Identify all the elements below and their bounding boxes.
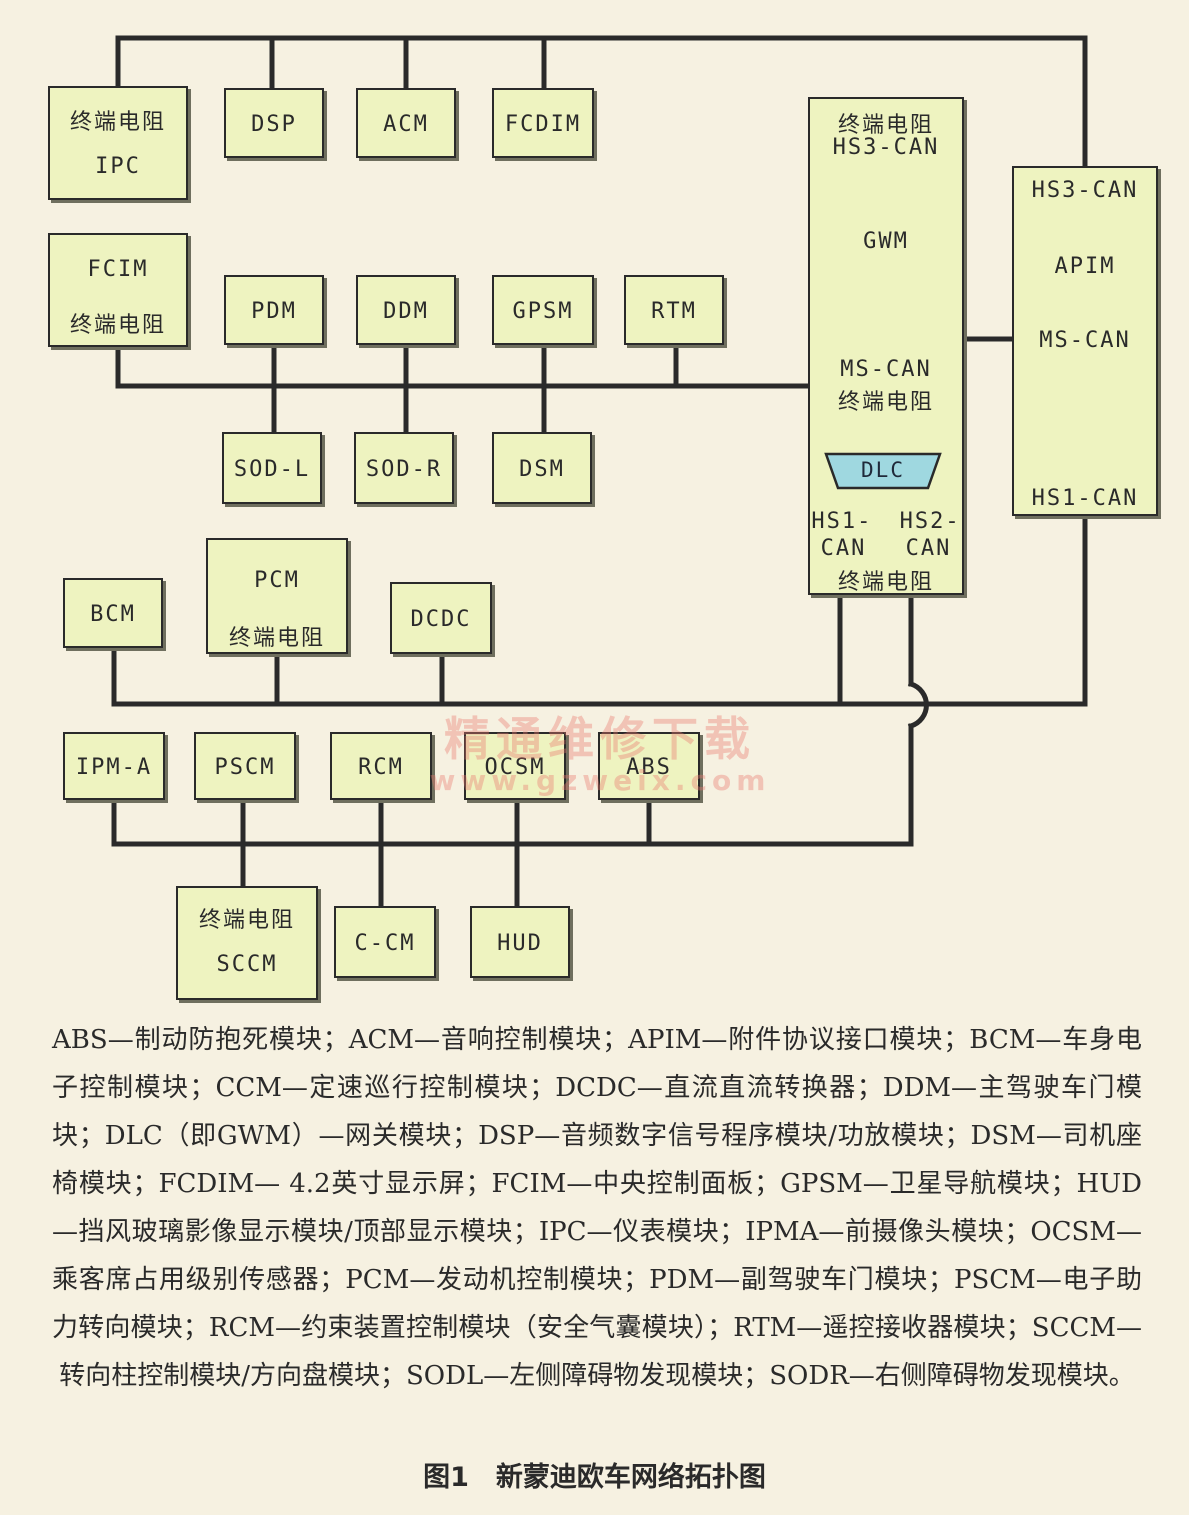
fcim-label: FCIM [87, 257, 149, 282]
apim-hs3-can-label: HS3-CAN [1031, 178, 1139, 203]
gwm-can-label-row2: CAN CAN [810, 536, 962, 561]
gwm-hs1-label: HS1- [811, 509, 873, 534]
pcm-terminal-label: 终端电阻 [228, 626, 325, 651]
rcm-label: RCM [358, 755, 404, 780]
dcdc-module: DCDC [390, 582, 492, 654]
gwm-terminal-label-bottom: 终端电阻 [837, 570, 934, 595]
gwm-hs2-can-label: CAN [905, 536, 952, 561]
ipm-a-module: IPM-A [63, 732, 165, 800]
c-cm-module: C-CM [334, 906, 436, 978]
gwm-hs2-label: HS2- [899, 509, 961, 534]
hud-module: HUD [470, 906, 570, 978]
ipm-a-label: IPM-A [75, 755, 153, 780]
fcim-terminal-label: 终端电阻 [69, 313, 166, 338]
dlc-connector: DLC [824, 452, 942, 490]
abs-module: ABS [598, 732, 700, 800]
rtm-module: RTM [624, 275, 724, 345]
apim-hs1-can-label: HS1-CAN [1031, 486, 1139, 511]
hud-label: HUD [497, 931, 543, 956]
hs3-can-bus [115, 35, 1088, 171]
sod-r-label: SOD-R [365, 457, 443, 482]
dsp-module: DSP [224, 88, 324, 158]
hs2-can-crossover [907, 680, 929, 730]
ms-can-bus [115, 342, 813, 389]
hs2-can-bus-lower [111, 723, 914, 847]
gwm-label: GWM [863, 229, 909, 254]
sod-l-label: SOD-L [233, 457, 311, 482]
hs1-can-bus [111, 512, 1088, 707]
gwm-hs1-can-label: CAN [820, 536, 867, 561]
rtm-label: RTM [651, 299, 697, 324]
gwm-can-label-row1: HS1- HS2- [810, 509, 962, 534]
ocsm-label: OCSM [484, 755, 546, 780]
fcdim-module: FCDIM [492, 88, 594, 158]
dsm-label: DSM [519, 457, 565, 482]
pcm-label: PCM [254, 568, 300, 593]
gwm-hs3-can-label: HS3-CAN [832, 135, 940, 160]
ddm-module: DDM [356, 275, 456, 345]
sod-l-module: SOD-L [222, 432, 322, 504]
ddm-label: DDM [383, 299, 429, 324]
apim-label: APIM [1054, 254, 1116, 279]
pdm-module: PDM [224, 275, 324, 345]
sccm-terminal-label: 终端电阻 [198, 908, 295, 933]
acm-label: ACM [383, 112, 429, 137]
sccm-label: SCCM [216, 952, 278, 977]
c-cm-label: C-CM [354, 931, 416, 956]
acm-module: ACM [356, 88, 456, 158]
ipc-label: IPC [95, 154, 141, 179]
dsm-module: DSM [492, 432, 592, 504]
rcm-module: RCM [330, 732, 432, 800]
fcim-module: FCIM 终端电阻 [48, 233, 188, 347]
dcdc-label: DCDC [410, 607, 472, 632]
gwm-terminal-label-mid: 终端电阻 [837, 390, 934, 415]
abbreviation-legend: ABS—制动防抱死模块；ACM—音响控制模块；APIM—附件协议接口模块；BCM… [52, 1025, 1142, 1391]
apim-module: HS3-CAN APIM MS-CAN HS1-CAN [1012, 166, 1158, 516]
ipc-terminal-label: 终端电阻 [69, 110, 166, 135]
pscm-label: PSCM [214, 755, 276, 780]
apim-ms-can-label: MS-CAN [1039, 328, 1131, 353]
gwm-terminal-label-top: 终端电阻 [837, 113, 934, 138]
fcdim-label: FCDIM [504, 112, 582, 137]
gpsm-label: GPSM [512, 299, 574, 324]
gwm-ms-can-label: MS-CAN [840, 357, 932, 382]
abs-label: ABS [626, 755, 672, 780]
ipc-module: 终端电阻 IPC [48, 86, 188, 200]
dlc-connector-shape [824, 452, 942, 490]
pdm-label: PDM [251, 299, 297, 324]
bcm-module: BCM [63, 578, 163, 648]
sccm-module: 终端电阻 SCCM [176, 886, 318, 1000]
dsp-label: DSP [251, 112, 297, 137]
bcm-label: BCM [90, 602, 136, 627]
gwm-module: 终端电阻 HS3-CAN GWM MS-CAN 终端电阻 HS1- HS2- C… [808, 97, 964, 595]
ocsm-module: OCSM [464, 732, 566, 800]
can-bus-wiring [111, 35, 1088, 911]
gpsm-module: GPSM [492, 275, 594, 345]
sod-r-module: SOD-R [354, 432, 454, 504]
pcm-module: PCM 终端电阻 [206, 538, 348, 654]
dlc-label: DLC [861, 458, 905, 482]
figure-caption: 图1 新蒙迪欧车网络拓扑图 [423, 1462, 766, 1493]
pscm-module: PSCM [194, 732, 296, 800]
